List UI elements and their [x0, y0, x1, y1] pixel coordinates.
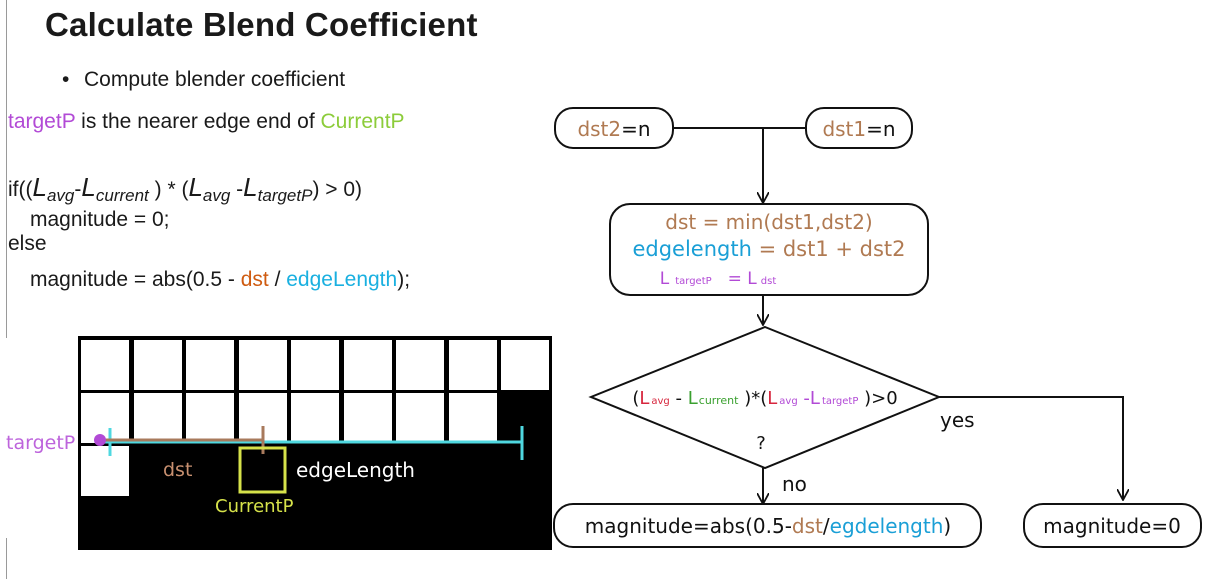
white-pixels	[81, 340, 549, 496]
pixel	[291, 340, 339, 390]
code-magnitude-zero: magnitude = 0;	[30, 208, 170, 231]
code-l-avg2: L	[188, 172, 203, 202]
bullet-text: Compute blender coefficient	[84, 68, 346, 91]
process-line-2: edgelength = dst1 + dst2	[632, 237, 905, 261]
result-yes-label: magnitude=0	[1043, 514, 1181, 538]
currentp-label: CurrentP	[215, 496, 294, 517]
pixel	[134, 393, 182, 443]
decision-node	[588, 325, 942, 470]
code-minus2: -	[230, 178, 244, 201]
code-sub-avg2: avg	[202, 186, 231, 206]
targetp-term: targetP	[8, 110, 76, 133]
pixel	[344, 340, 392, 390]
pixel	[344, 393, 392, 443]
bullet-item: • Compute blender coefficient	[62, 68, 345, 92]
code-else: else	[8, 232, 47, 255]
pixel	[186, 340, 234, 390]
dst1-label: dst1=n	[822, 117, 895, 141]
pixel	[81, 393, 129, 443]
dst-label: dst	[163, 459, 192, 481]
code-if-close: ) > 0)	[312, 178, 363, 201]
code-sub-avg: avg	[46, 186, 75, 206]
pixel	[449, 340, 497, 390]
pixel	[291, 393, 339, 443]
decision-question: ?	[756, 433, 766, 454]
targetp-description-text: is the nearer edge end of	[75, 110, 321, 133]
code-sub-current: current	[95, 186, 149, 206]
dst1-node	[805, 107, 913, 149]
left-margin-gap	[0, 338, 10, 538]
code-l-avg: L	[32, 172, 47, 202]
targetp-description: targetP is the nearer edge end of Curren…	[8, 110, 405, 134]
arrow-yes	[938, 396, 1123, 500]
slide-title: Calculate Blend Coefficient	[45, 6, 478, 43]
process-node	[609, 203, 929, 296]
edge-length-label: edgeLength	[296, 458, 415, 482]
code-mag-suffix: );	[397, 268, 411, 291]
pixel	[186, 393, 234, 443]
pixel	[449, 393, 497, 443]
currentp-box	[238, 446, 287, 494]
edge-grid-illustration: dst edgeLength CurrentP targetP	[6, 336, 552, 550]
code-minus: -	[74, 178, 82, 201]
pixel	[239, 340, 287, 390]
left-margin-rule	[6, 0, 7, 579]
pixel	[396, 340, 444, 390]
code-mag-prefix: magnitude = abs(0.5 -	[30, 268, 241, 291]
code-l-current: L	[81, 172, 96, 202]
pixel	[134, 340, 182, 390]
result-yes-node	[1023, 503, 1202, 548]
targetp-label: targetP	[6, 432, 75, 454]
dst2-node	[554, 107, 674, 149]
result-no-node	[553, 503, 982, 548]
pixel	[396, 393, 444, 443]
bullet-dot-icon: •	[62, 68, 70, 91]
code-mag-dst: dst	[240, 268, 269, 291]
code-magnitude-formula: magnitude = abs(0.5 - dst / edgeLength);	[30, 268, 410, 292]
code-if-open: if((	[8, 178, 33, 201]
currentp-term: CurrentP	[320, 110, 405, 133]
no-label: no	[782, 472, 807, 496]
pixel	[81, 340, 129, 390]
pixel	[501, 340, 549, 390]
pixel	[81, 446, 129, 496]
code-sub-target: targetP	[257, 186, 313, 206]
process-line-1: dst = min(dst1,dst2)	[665, 210, 872, 234]
targetp-marker	[94, 434, 106, 446]
code-l-target: L	[243, 172, 258, 202]
code-mul: ) * (	[148, 178, 189, 201]
dst2-label: dst2=n	[577, 117, 650, 141]
code-mag-edge: edgeLength	[286, 268, 398, 291]
result-no-label: magnitude=abs(0.5-dst/egdelength)	[585, 514, 951, 538]
code-mag-slash: /	[268, 268, 287, 291]
flowchart: dst2=n dst1=n dst = min(dst1,dst2) edgel…	[553, 107, 1202, 548]
code-if-line: if((Lavg-Lcurrent ) * (Lavg -LtargetP) >…	[8, 172, 362, 206]
yes-label: yes	[940, 408, 975, 432]
